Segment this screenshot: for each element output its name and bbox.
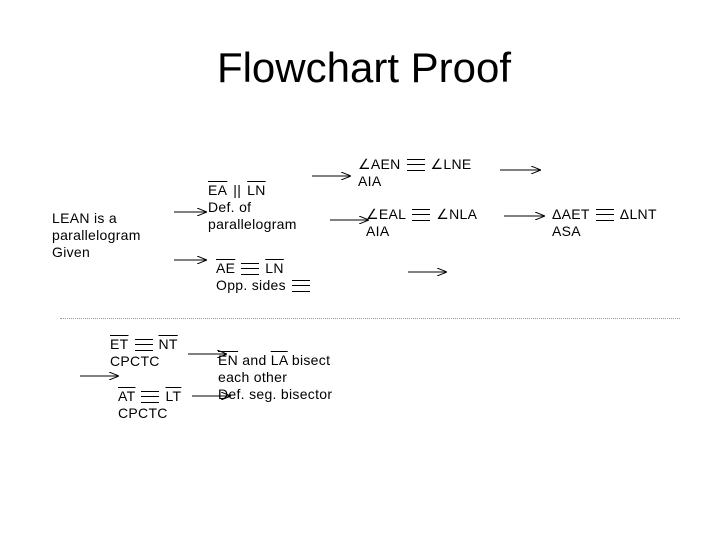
step-opp-sides: AE LN Opp. sides xyxy=(216,260,316,294)
given-block: LEAN is a parallelogram Given xyxy=(52,210,141,261)
page-title: Flowchart Proof xyxy=(216,44,512,91)
et-nt-reason: CPCTC xyxy=(110,353,160,369)
opp-sides-reason: Opp. sides xyxy=(216,277,286,293)
step-at-lt: AT LT CPCTC xyxy=(118,388,181,422)
step-angle1: ∠AEN∠LNE AIA xyxy=(358,156,472,190)
parallel-reason-line2: parallelogram xyxy=(208,216,297,232)
congruent-icon xyxy=(134,339,153,352)
segment-la: LA xyxy=(270,352,288,368)
segment-ae: AE xyxy=(216,260,236,276)
triangle-aet: AET xyxy=(561,206,590,222)
congruent-icon xyxy=(406,159,425,172)
congruent-icon xyxy=(241,263,260,276)
triangles-reason: ASA xyxy=(552,223,581,239)
conclusion-bisect: bisect xyxy=(291,352,331,368)
angle-aen: AEN xyxy=(370,156,401,172)
triangle-lnt: LNT xyxy=(629,206,657,222)
step-et-nt: ET NT CPCTC xyxy=(110,336,178,370)
parallel-symbol: || xyxy=(233,182,242,198)
parallel-reason-line1: Def. of xyxy=(208,199,252,215)
segment-at: AT xyxy=(118,388,136,404)
conclusion-and: and xyxy=(242,352,267,368)
conclusion-reason: Def. seg. bisector xyxy=(218,386,333,402)
segment-en: EN xyxy=(218,352,239,368)
segment-lt: LT xyxy=(165,388,182,404)
triangle-icon: Δ xyxy=(619,206,630,222)
segment-ln: LN xyxy=(247,182,266,198)
segment-ln-2: LN xyxy=(265,260,284,276)
triangle-icon: Δ xyxy=(552,206,562,222)
angle2-reason: AIA xyxy=(366,223,390,239)
angle-lne: LNE xyxy=(443,156,472,172)
step-angle2: ∠EAL∠NLA AIA xyxy=(366,206,477,240)
given-reason: Given xyxy=(52,244,91,260)
congruent-icon xyxy=(595,209,614,222)
angle-icon: ∠ xyxy=(366,206,379,222)
conclusion-line2: each other xyxy=(218,369,288,385)
segment-et: ET xyxy=(110,336,129,352)
given-statement-line2: parallelogram xyxy=(52,227,141,243)
angle-icon: ∠ xyxy=(436,206,450,222)
angle-nla: NLA xyxy=(449,206,478,222)
step-parallel: EA || LN Def. of parallelogram xyxy=(208,182,297,233)
divider xyxy=(60,318,680,319)
angle1-reason: AIA xyxy=(358,173,382,189)
angle-eal: EAL xyxy=(378,206,407,222)
conclusion-block: EN and LA bisect each other Def. seg. bi… xyxy=(218,352,332,403)
given-statement-line1: LEAN is a xyxy=(52,210,117,226)
angle-icon: ∠ xyxy=(358,156,371,172)
angle-icon: ∠ xyxy=(430,156,444,172)
at-lt-reason: CPCTC xyxy=(118,405,168,421)
congruent-icon xyxy=(412,209,431,222)
congruent-icon xyxy=(141,391,160,404)
congruent-icon xyxy=(291,280,310,293)
segment-nt: NT xyxy=(158,336,178,352)
segment-ea: EA xyxy=(208,182,228,198)
